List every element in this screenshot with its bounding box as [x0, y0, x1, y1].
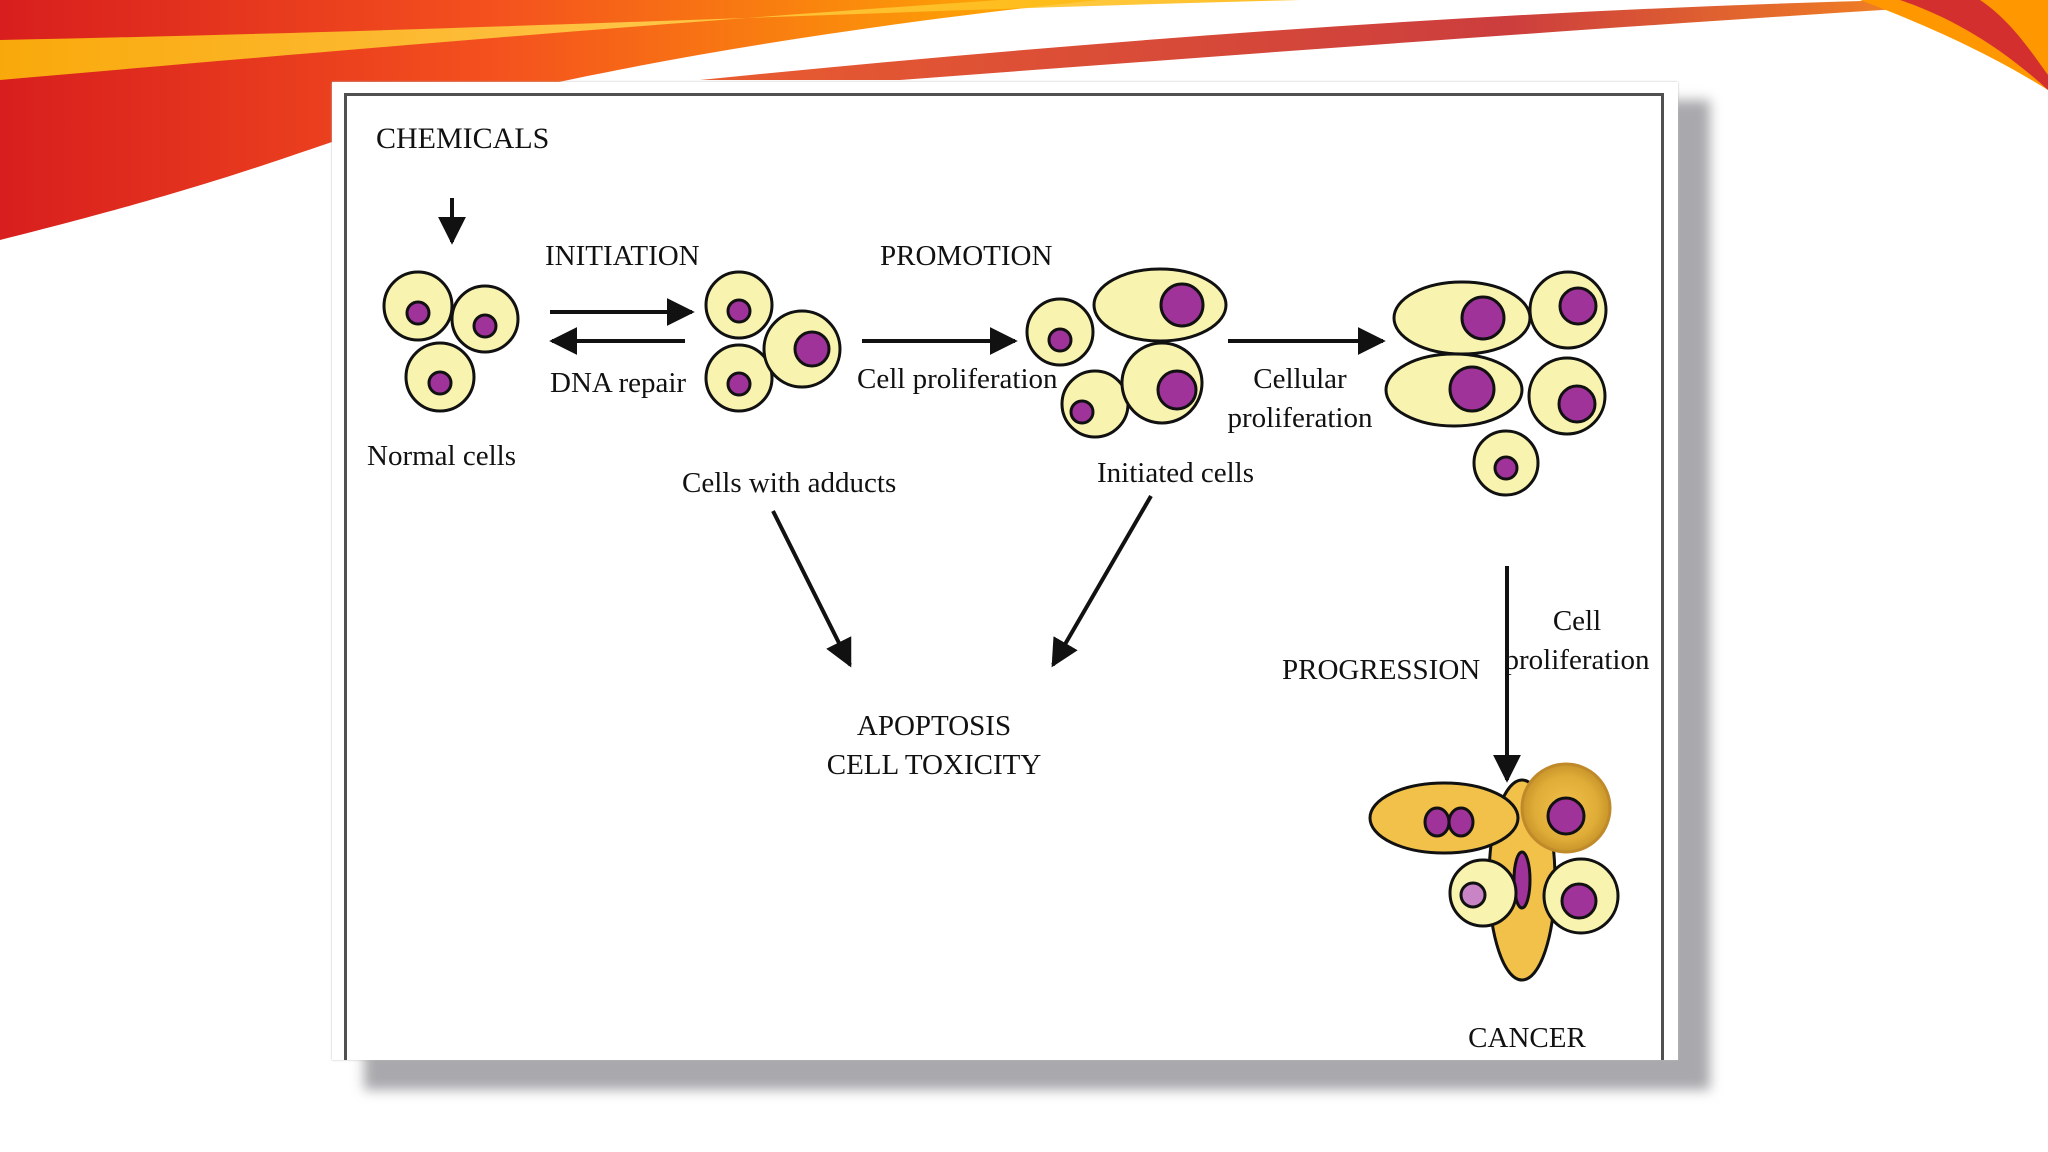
nucleus: [1156, 369, 1198, 411]
nucleus: [1047, 327, 1073, 353]
swoosh-right-accent: [1900, 0, 2048, 90]
normal-cells-group: [382, 270, 520, 413]
cell-proliferation-label: Cell proliferation: [857, 363, 1058, 395]
proliferated-cells-group: [1384, 270, 1608, 497]
cell: [1060, 369, 1130, 439]
chemicals-label: CHEMICALS: [376, 122, 549, 155]
nucleus: [1546, 796, 1586, 836]
apoptosis-label: APOPTOSIS: [857, 710, 1011, 742]
nucleus: [1558, 286, 1598, 326]
proliferation-label: proliferation: [1228, 402, 1373, 434]
cellular-label: Cellular: [1253, 363, 1347, 395]
nucleus: [1560, 882, 1598, 920]
cells-with-adducts-label: Cells with adducts: [682, 467, 896, 499]
nucleus: [1448, 365, 1496, 413]
dna-repair-label: DNA repair: [550, 367, 686, 399]
nucleus: [726, 298, 752, 324]
nucleus: [472, 313, 498, 339]
initiated-cells-group: [1025, 267, 1228, 439]
nucleus: [1159, 282, 1205, 328]
initiated-cells-label: Initiated cells: [1097, 457, 1254, 489]
nucleus: [427, 370, 453, 396]
figure-border: [344, 93, 1664, 1060]
initiated-to-apoptosis-arrow: [1051, 494, 1153, 668]
adducts-to-apoptosis-arrow: [771, 510, 852, 668]
nucleus: [405, 300, 431, 326]
cell-label: Cell: [1553, 605, 1601, 637]
swoosh-band: [700, 0, 2048, 80]
nucleus: [1557, 384, 1597, 424]
swoosh-top: [0, 0, 1300, 80]
cancer-cells-group: [1368, 762, 1620, 982]
promotion-label: PROMOTION: [880, 240, 1052, 272]
nucleus: [726, 371, 752, 397]
cells-with-adducts-group: [704, 270, 842, 413]
cancer-label: CANCER: [1468, 1022, 1586, 1054]
nucleus: [1460, 295, 1506, 341]
proliferation-label-2: proliferation: [1505, 644, 1650, 676]
nucleus: [1447, 806, 1475, 838]
nucleus: [793, 330, 831, 368]
cell-toxicity-label: CELL TOXICITY: [827, 749, 1042, 781]
arrows: [438, 198, 1521, 783]
normal-cells-label: Normal cells: [367, 440, 516, 472]
nucleus: [1423, 806, 1451, 838]
initiation-label: INITIATION: [545, 240, 700, 272]
progression-label: PROGRESSION: [1282, 654, 1480, 686]
swoosh-left: [0, 0, 1100, 240]
nucleus: [1493, 455, 1519, 481]
nucleus: [1069, 399, 1095, 425]
labels: CHEMICALS INITIATION DNA repair PROMOTIO…: [367, 122, 1650, 1054]
nucleus: [1459, 881, 1487, 909]
